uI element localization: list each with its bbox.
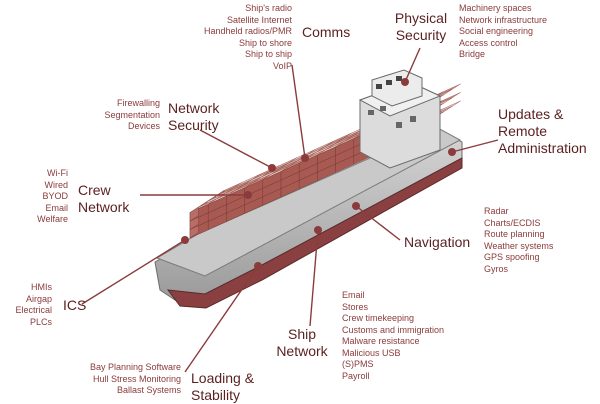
physical-security-item: Network infrastructure [459,14,548,25]
loading-leader [184,265,259,373]
ship-network-item: Payroll [342,370,370,381]
ship-network-item: (S)PMS [342,359,374,369]
navigation-item: Gyros [484,263,509,274]
crew-network-leader-node [244,191,252,199]
crew-network-items: Wi-Fi Wired BYOD Email Welfare [20,168,68,226]
comms-item: Ship to ship [244,49,292,59]
container-end [189,206,199,222]
ship-network-item: Crew timekeeping [342,313,415,323]
ics-item: Electrical [15,305,52,315]
physical-security-item: Bridge [459,49,486,59]
leader-nodes [181,78,456,270]
physical-security-item: Social engineering [459,26,534,36]
crew-network-title: Crew Network [78,182,130,215]
ics-items: HMIs Airgap Electrical PLCs [4,282,52,328]
ics-leader [81,239,186,305]
ship-network-title: Ship Network [276,326,328,359]
comms-item: Satellite Internet [226,14,292,25]
ship-network-item: Malicious USB [342,347,401,358]
crew-network-item: Wired [44,179,68,190]
comms-item: Handheld radios/PMR [203,26,292,36]
loading-items: Bay Planning Software Hull Stress Monito… [60,362,181,397]
bridge-superstructure [358,69,442,169]
ship-network-item: Customs and immigration [342,324,445,335]
ics-item: Airgap [25,293,52,304]
comms-leader [291,64,306,159]
comms-leader-node [301,154,309,162]
physical-security-items: Machinery spaces Network infrastructure … [459,3,589,61]
comms-item: VoIP [272,60,292,71]
ship-network-item: Email [342,290,365,300]
comms-item: Ship to shore [238,37,292,48]
comms-item: Ship's radio [245,3,292,13]
comms-title: Comms [302,24,351,40]
physical-security-leader [404,47,421,83]
network-security-item: Firewalling [116,98,160,108]
updates-title: Updates & Remote Administration [498,106,587,156]
physical-security-item: Access control [459,37,518,48]
navigation-item: Weather systems [484,240,554,251]
loading-item: Ballast Systems [116,385,181,395]
navigation-title: Navigation [404,234,471,250]
navigation-item: Route planning [484,229,545,239]
physical-security-leader-node [401,78,409,86]
navigation-items: Radar Charts/ECDIS Route planning Weathe… [484,206,594,275]
network-security-item: Devices [127,121,160,131]
navigation-item: Radar [484,206,509,216]
navigation-item: Charts/ECDIS [484,217,541,228]
ship-network-leader [309,229,319,327]
loading-item: Bay Planning Software [89,362,181,372]
navigation-item: GPS spoofing [484,252,540,262]
comms-items: Ship's radio Satellite Internet Handheld… [190,3,292,72]
network-security-leader [199,129,273,169]
updates-leader-node [448,148,456,156]
ics-item: HMIs [31,282,52,292]
loading-item: Hull Stress Monitoring [92,373,181,384]
crew-network-item: Wi-Fi [47,168,68,178]
physical-security-title: Physical Security [394,10,448,43]
leader-lines [81,47,499,373]
ship-network-item: Malware resistance [342,336,420,346]
crew-network-item: BYOD [42,191,68,201]
ics-item: PLCs [29,316,52,327]
network-security-items: Firewalling Segmentation Devices [92,98,160,133]
network-security-title: Network Security [168,100,220,133]
updates-leader [451,139,499,153]
ics-leader-node [181,236,189,244]
ics-title: ICS [63,297,87,313]
crew-network-item: Welfare [37,214,68,224]
network-security-item: Segmentation [104,109,160,120]
loading-leader-node [254,262,262,270]
ship-network-items: Email Stores Crew timekeeping Customs an… [342,290,472,382]
navigation-leader-node [352,202,360,210]
loading-title: Loading & Stability [191,370,255,403]
crew-network-item: Email [45,202,68,213]
physical-security-item: Machinery spaces [459,3,532,13]
ship-network-leader-node [314,226,322,234]
navigation-leader [355,205,401,241]
network-security-leader-node [268,164,276,172]
ship-network-item: Stores [342,301,369,312]
hull-waterline [166,157,463,309]
